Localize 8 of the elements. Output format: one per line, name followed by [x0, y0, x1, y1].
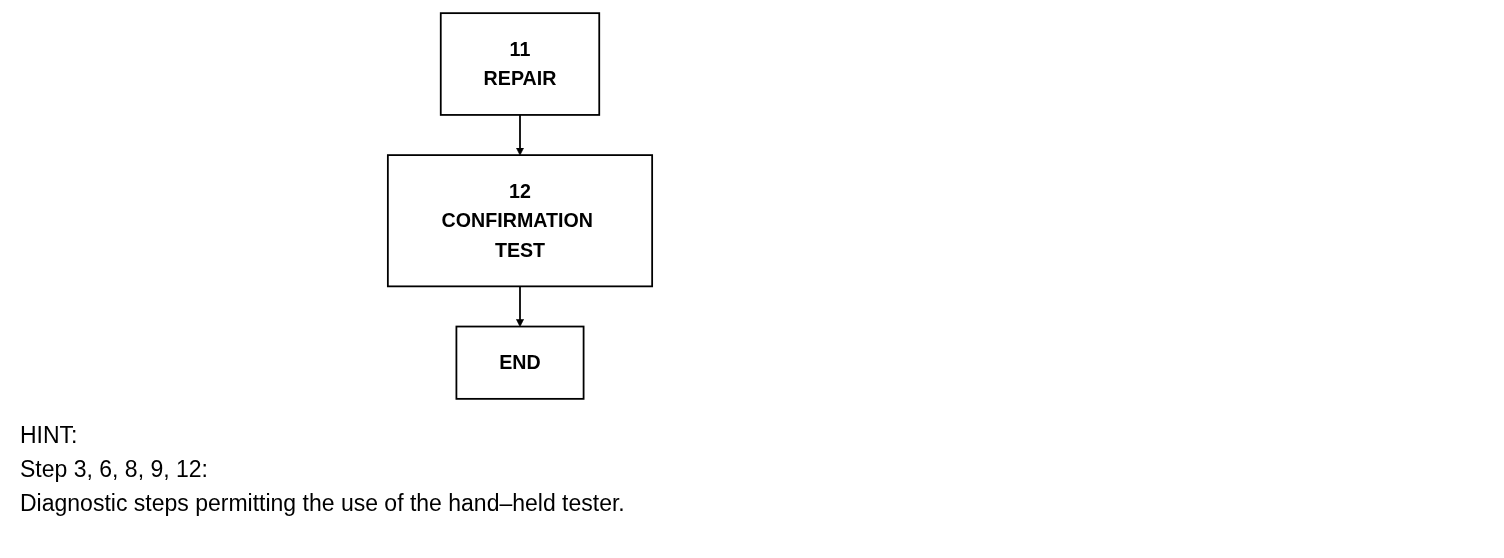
note-text: Diagnostic steps permitting the use of the hand–held tester. [20, 489, 625, 518]
note-text: Step 3, 6, 8, 9, 12: [20, 455, 208, 484]
node-box: 11 REPAIR [439, 12, 601, 116]
arrow [516, 285, 524, 327]
arrow [516, 114, 524, 156]
hint-heading: HINT: [20, 421, 78, 450]
node-box: END [455, 325, 585, 400]
node-box: 12 CONFIRMATION TEST [386, 154, 654, 288]
